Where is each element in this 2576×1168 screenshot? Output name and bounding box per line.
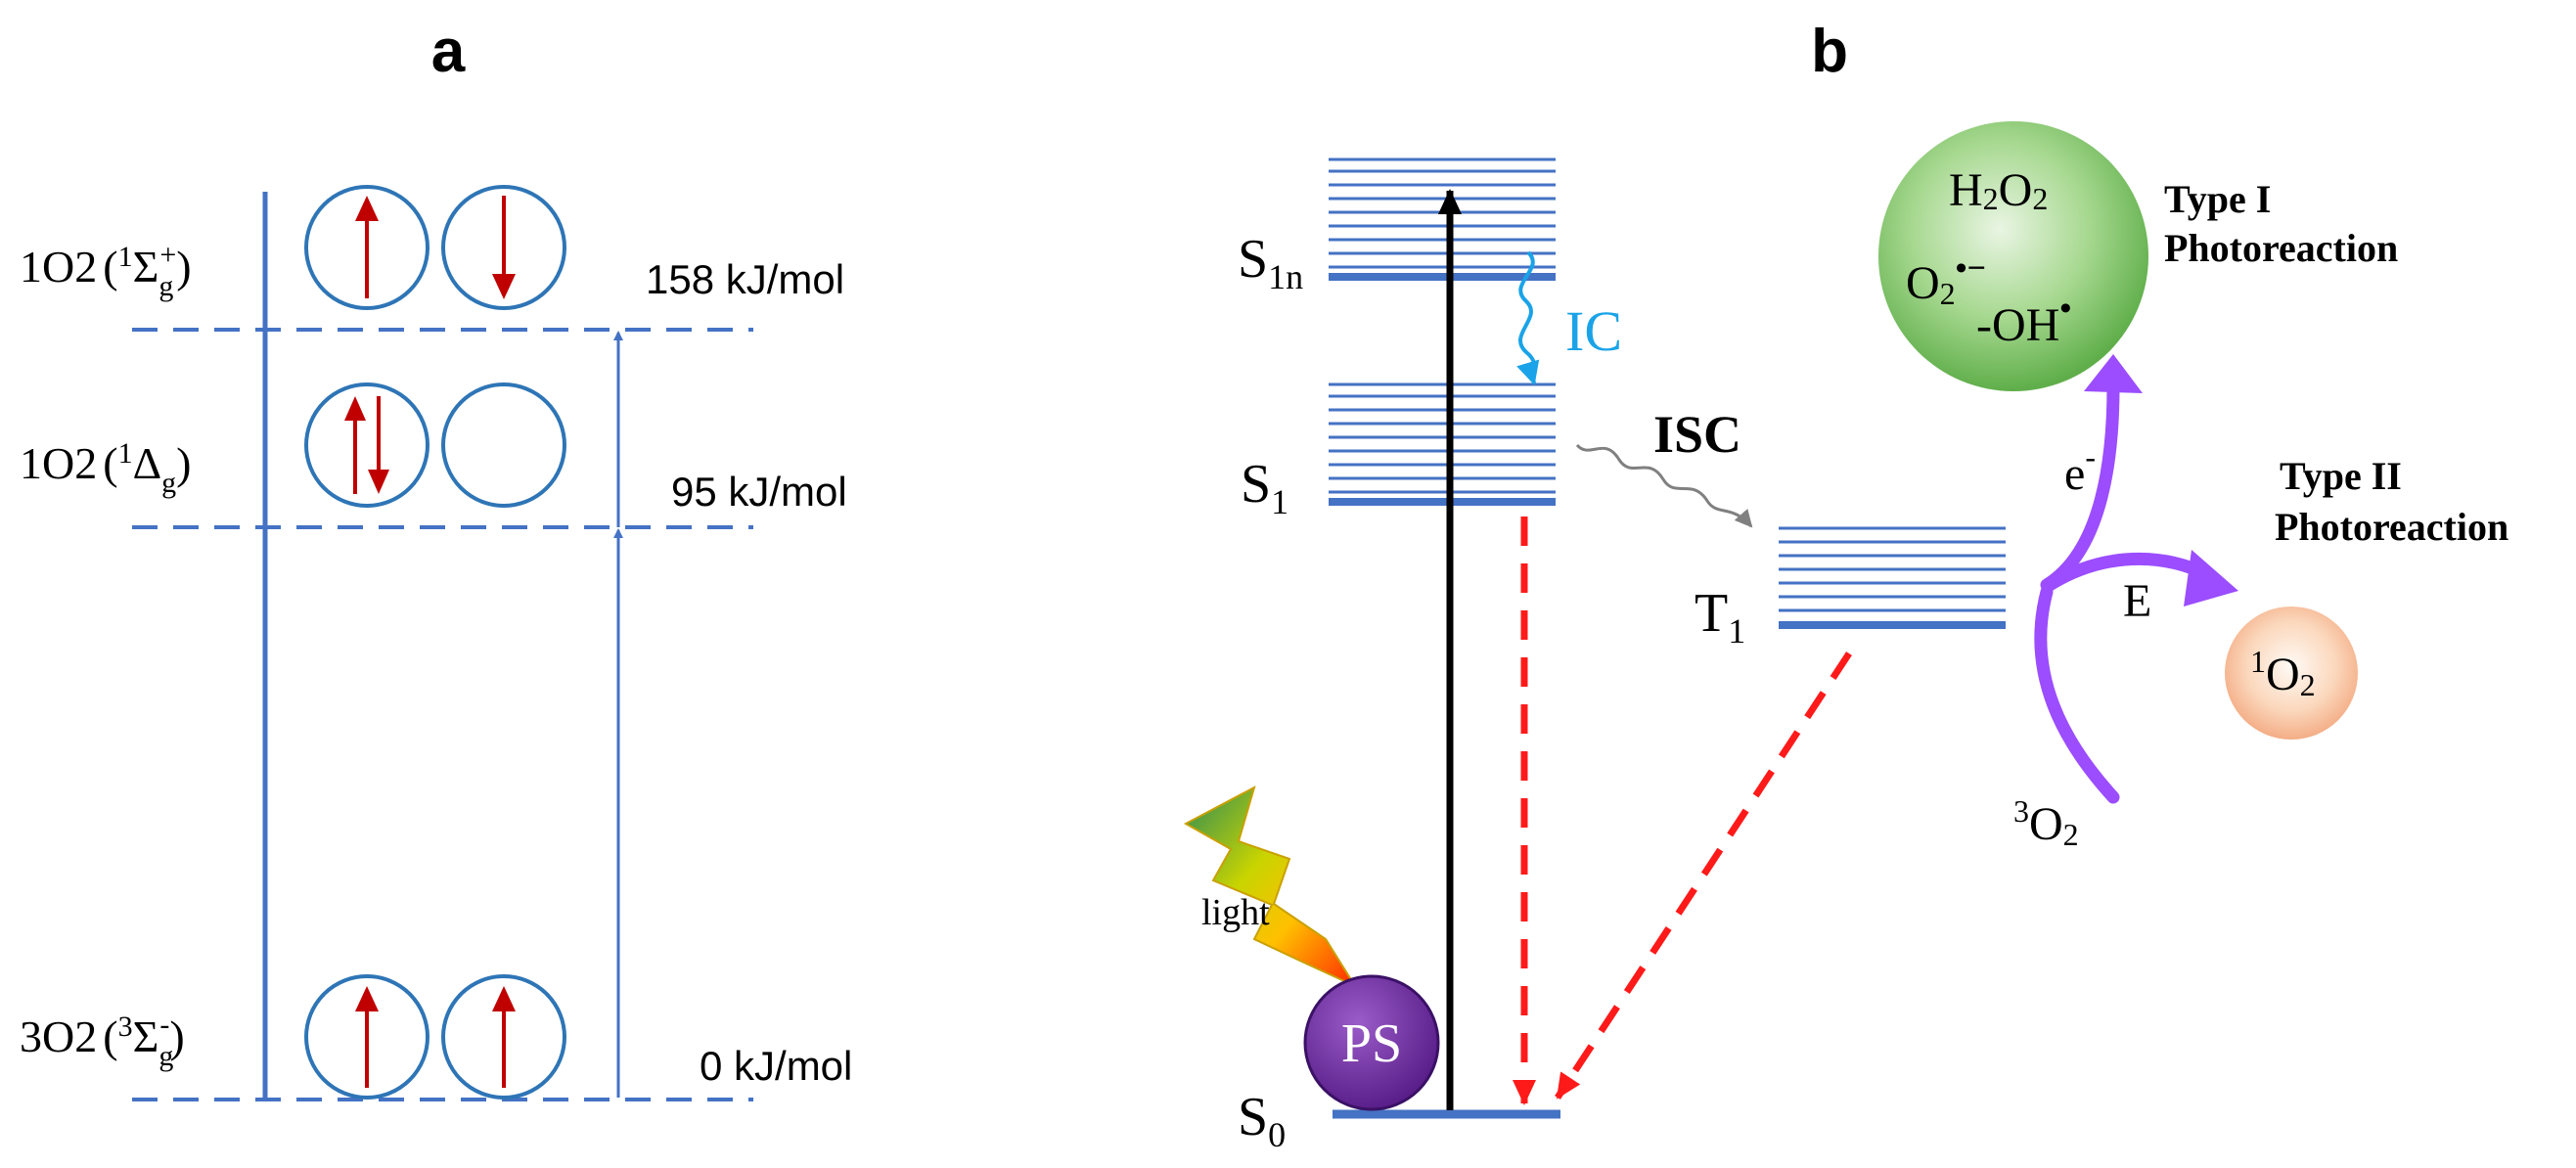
- lightning-icon: [1183, 786, 1358, 989]
- t1-vibrational-levels: [1779, 526, 2006, 612]
- orbital-circle: [441, 185, 566, 310]
- t1-label: T1: [1695, 583, 1745, 651]
- state-label-1sigma-plus: 1O2(1Σg+): [20, 239, 192, 302]
- orbital-pair-1sigma-plus: [304, 185, 566, 310]
- energy-label-0: 0 kJ/mol: [700, 1043, 852, 1089]
- energy-label-158: 158 kJ/mol: [646, 256, 844, 302]
- energy-transfer-label: E: [2123, 575, 2151, 627]
- s1-label: S1: [1241, 454, 1288, 521]
- panel-a-label: a: [431, 18, 466, 85]
- triplet-oxygen-path: [2034, 585, 2120, 804]
- spin-up-icon: [344, 396, 366, 494]
- s1n-label: S1n: [1238, 229, 1303, 296]
- type1-label: Type I Photoreaction: [2164, 177, 2398, 270]
- orbital-circle: [441, 974, 566, 1100]
- orbital-pair-1delta: [304, 382, 566, 508]
- singlet-oxygen-sphere: [2225, 606, 2358, 740]
- ic-wavy-arrow: [1516, 250, 1540, 385]
- electron-label: e-: [2064, 439, 2096, 500]
- spin-up-icon: [492, 986, 516, 1088]
- isc-wavy-arrow: [1575, 443, 1753, 528]
- ps-sphere: [1303, 974, 1440, 1111]
- orbital-circle: [304, 974, 429, 1100]
- orbital-circle: [304, 382, 429, 508]
- h2o2-label: H2O2: [1949, 164, 2048, 216]
- orbital-pair-3sigma-minus: [304, 974, 566, 1100]
- orbital-circle: [304, 185, 429, 310]
- s1n-vibrational-levels: [1329, 157, 1556, 269]
- spin-down-icon: [368, 396, 389, 494]
- superoxide-label: O2•−: [1906, 250, 1986, 311]
- ps-label: PS: [1341, 1013, 1402, 1074]
- spin-up-icon: [355, 196, 379, 298]
- type1-products-sphere: [1878, 121, 2148, 391]
- spin-up-icon: [355, 986, 379, 1088]
- singlet-oxygen-label: 1O2: [2250, 644, 2316, 702]
- type2-label: Type II Photoreaction: [2275, 454, 2508, 549]
- s0-label: S0: [1238, 1087, 1286, 1154]
- triplet-oxygen-label: 3O2: [2013, 793, 2079, 852]
- phosphorescence-arrow: [1555, 651, 1852, 1100]
- light-label: light: [1201, 892, 1270, 933]
- isc-label: ISC: [1653, 405, 1741, 464]
- s1-vibrational-levels: [1329, 382, 1556, 494]
- orbital-circle: [441, 382, 566, 508]
- ic-label: IC: [1565, 299, 1622, 363]
- type2-energy-transfer-arrow: [2043, 550, 2238, 606]
- spin-down-icon: [492, 196, 516, 299]
- state-label-3sigma-minus: 3O2(3Σg-): [20, 1009, 185, 1072]
- state-label-1delta: 1O2(1Δg): [20, 437, 191, 499]
- hydroxyl-label: -OH•: [1976, 291, 2071, 351]
- energy-label-95: 95 kJ/mol: [671, 469, 847, 515]
- panel-b-label: b: [1811, 18, 1848, 85]
